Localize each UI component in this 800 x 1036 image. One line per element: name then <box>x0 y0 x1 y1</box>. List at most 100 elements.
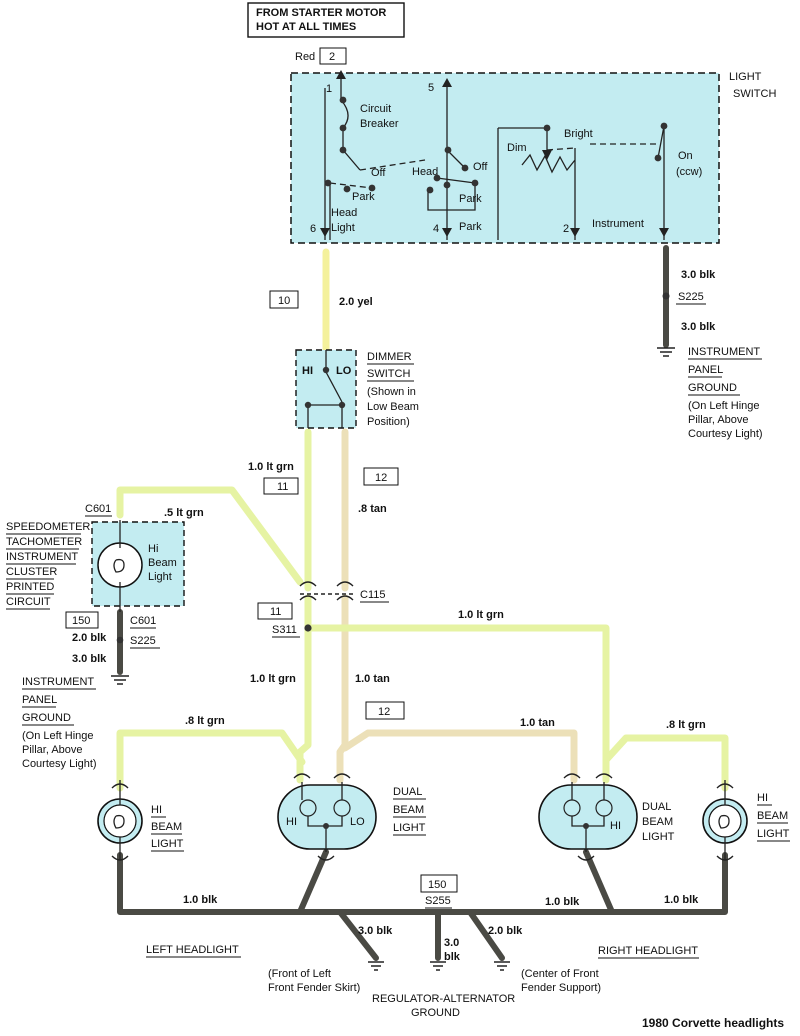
cluster-lamp-label3: Light <box>148 571 172 583</box>
figure-caption: 1980 Corvette headlights <box>642 1016 784 1030</box>
cluster-lamp-filament <box>113 520 125 612</box>
on-label: On <box>678 150 693 162</box>
ground-bottom-icons <box>368 961 510 971</box>
wire-11-gauge: 1.0 lt grn <box>248 461 294 473</box>
cluster-line-5: CIRCUIT <box>6 596 51 608</box>
left-dual-hi: HI <box>286 816 297 828</box>
left-dual-lo: LO <box>350 816 365 828</box>
circuit-12-mid-box <box>365 701 405 720</box>
wire-cluster-green <box>116 486 304 586</box>
park-left-label: Park <box>352 191 375 203</box>
circuit-12-mid-label: 12 <box>378 706 390 718</box>
instrument-label: Instrument <box>592 218 644 230</box>
left-headlight-caption: LEFT HEADLIGHT <box>146 944 239 956</box>
cluster-lamp-label1: Hi <box>148 543 158 555</box>
ground-right-note3: Courtesy Light) <box>688 428 763 440</box>
cluster-circuit-bottom: 150 <box>72 615 90 627</box>
ground-bottom-left-note1: (Front of Left <box>268 968 331 980</box>
right-headlight-caption: RIGHT HEADLIGHT <box>598 945 698 957</box>
wire-right-green <box>304 624 610 784</box>
ground-left-note2: Pillar, Above <box>22 744 83 756</box>
ground-bottom-left-note2: Front Fender Skirt) <box>268 982 360 994</box>
dim-label: Dim <box>507 142 527 154</box>
dimmer-terminals <box>304 366 346 409</box>
s311-circuit-box <box>257 602 293 620</box>
dimmer-note2: Low Beam <box>367 401 419 413</box>
light-switch-title2: SWITCH <box>733 88 776 100</box>
cluster-gauge-ground: 3.0 blk <box>72 653 107 665</box>
cluster-connector-top: C601 <box>85 503 111 515</box>
left-dual-label1: DUAL <box>393 786 422 798</box>
ground-right-note1: (On Left Hinge <box>688 400 760 412</box>
wire-right-tan <box>341 729 578 784</box>
ground-right-label1: INSTRUMENT <box>688 346 760 358</box>
ground-right-note2: Pillar, Above <box>688 414 749 426</box>
dimmer-title1: DIMMER <box>367 351 412 363</box>
head-label: Head <box>412 166 438 178</box>
wire-10-gauge: 2.0 yel <box>339 296 373 308</box>
left-hi-beam-lamp <box>97 780 143 861</box>
light-switch-body <box>290 72 720 244</box>
wire-ground-left <box>117 849 379 961</box>
ground-left-label3: GROUND <box>22 712 71 724</box>
right-dual-label1: DUAL <box>642 801 671 813</box>
dimmer-note3: Position) <box>367 416 410 428</box>
right-hi-label1: HI <box>757 792 768 804</box>
ground-left-note3: Courtesy Light) <box>22 758 97 770</box>
cluster-lamp-label2: Beam <box>148 557 177 569</box>
ground-right-label3: GROUND <box>688 382 737 394</box>
cluster-splice: S225 <box>130 635 156 647</box>
cluster-line-2: INSTRUMENT <box>6 551 78 563</box>
wire-left-hi-green-label: .8 lt grn <box>185 715 225 727</box>
light-switch-title1: LIGHT <box>729 71 762 83</box>
park-mid-label: Park <box>459 193 482 205</box>
circuit-12-label: 12 <box>375 472 387 484</box>
ground-bottom-gauge-mid2: blk <box>444 951 461 963</box>
left-dual-label2: BEAM <box>393 804 424 816</box>
right-ground-gauge-left: 1.0 blk <box>545 896 580 908</box>
left-dual-label3: LIGHT <box>393 822 426 834</box>
switch-terminals <box>324 96 668 194</box>
circuit-150-box <box>65 611 99 629</box>
wire-right-hi-green <box>602 734 729 792</box>
s225-splice-dot <box>662 292 670 300</box>
wire-12-gauge: .8 tan <box>358 503 387 515</box>
wires <box>116 245 729 961</box>
circuit-12-box <box>363 467 399 486</box>
ccw-label: (ccw) <box>676 166 702 178</box>
park-bottom-label: Park <box>459 221 482 233</box>
cluster-wire-gauge: .5 lt grn <box>164 507 204 519</box>
wire-tan-label: 1.0 tan <box>355 673 390 685</box>
pin-2: 2 <box>563 223 569 235</box>
circuit-breaker-label1: Circuit <box>360 103 391 115</box>
circuit-2-label: 2 <box>329 51 335 63</box>
wire-tan-right-label: 1.0 tan <box>520 717 555 729</box>
off-left-label: Off <box>371 167 386 179</box>
cluster-line-4: PRINTED <box>6 581 54 593</box>
right-hi-beam-lamp <box>702 780 748 861</box>
bright-label: Bright <box>564 128 593 140</box>
cluster-line-0: SPEEDOMETER <box>6 521 90 533</box>
source-line1: FROM STARTER MOTOR <box>256 7 386 19</box>
right-hi-label2: BEAM <box>757 810 788 822</box>
right-dual-beam-lamp <box>538 773 638 861</box>
ground-bottom-center1: REGULATOR-ALTERNATOR <box>372 993 515 1005</box>
s311-label: S311 <box>272 624 297 636</box>
wire-right-green-label: 1.0 lt grn <box>458 609 504 621</box>
source-line2: HOT AT ALL TIMES <box>256 21 356 33</box>
wire-left-hi-green <box>116 729 306 792</box>
cluster-connector-bottom: C601 <box>130 615 156 627</box>
ground-bottom-gauge-mid1: 3.0 <box>444 937 459 949</box>
right-hi-label3: LIGHT <box>757 828 790 840</box>
ground-left-icon <box>111 675 129 685</box>
dimmer-hi: HI <box>302 365 313 377</box>
wire-12-tan <box>336 428 349 784</box>
s311-circuit: 11 <box>270 606 281 618</box>
circuit-11-label: 11 <box>277 481 288 493</box>
dimmer-lo: LO <box>336 365 352 377</box>
left-hi-label1: HI <box>151 804 162 816</box>
source-box <box>247 2 405 38</box>
circuit-10-box <box>269 290 299 309</box>
pin-5: 5 <box>428 82 434 94</box>
